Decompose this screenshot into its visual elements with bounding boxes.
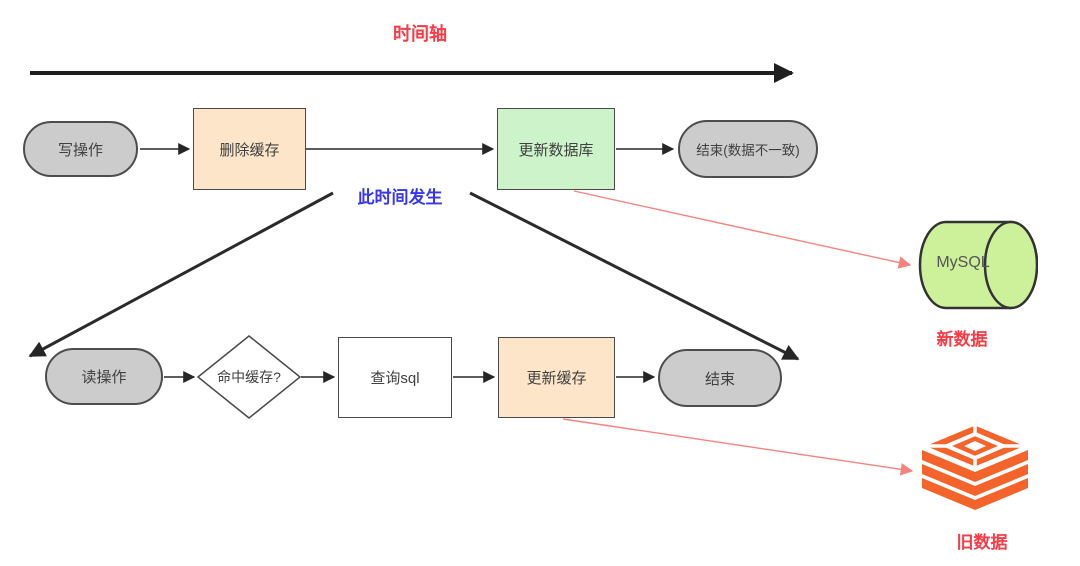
mysql-cylinder-icon xyxy=(918,220,1039,310)
node-query-sql: 查询sql xyxy=(338,337,452,418)
node-cache-hit-label: 命中缓存? xyxy=(217,369,281,385)
node-update-db: 更新数据库 xyxy=(497,108,615,190)
mysql-label: MySQL xyxy=(936,254,990,271)
node-end-ok: 结束 xyxy=(658,349,782,407)
mysql-caption: 新数据 xyxy=(936,330,988,349)
redis-caption: 旧数据 xyxy=(956,533,1008,552)
red-arrow-updatedb-to-mysql xyxy=(573,190,912,269)
diagonal-arrow-left xyxy=(28,191,334,358)
red-arrow-updatecache-to-redis xyxy=(562,418,914,476)
timing-note: 此时间发生 xyxy=(357,188,443,207)
timeline-title: 时间轴 xyxy=(393,24,447,44)
redis-stack-icon xyxy=(918,422,1032,510)
mysql-datastore xyxy=(918,220,1039,310)
node-delete-cache: 删除缓存 xyxy=(193,108,306,190)
node-read-op: 读操作 xyxy=(45,348,163,405)
diagonal-arrow-right xyxy=(469,191,800,361)
cache-hit-diamond-shape xyxy=(196,335,302,419)
node-end-inconsistent: 结束(数据不一致) xyxy=(678,120,818,178)
redis-datastore xyxy=(918,422,1032,512)
node-update-cache: 更新缓存 xyxy=(498,337,615,418)
node-write-op: 写操作 xyxy=(23,121,138,177)
